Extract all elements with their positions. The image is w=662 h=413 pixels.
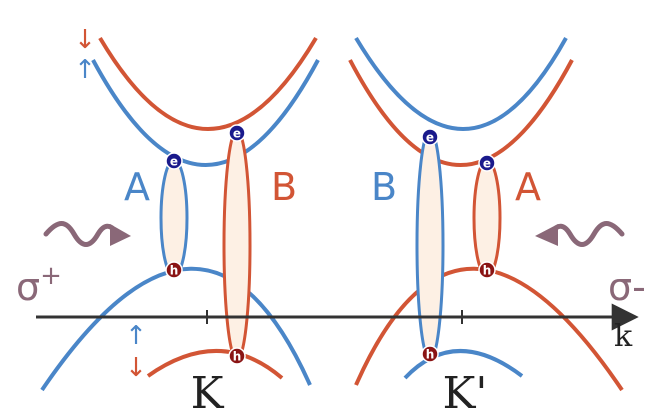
svg-text:e: e [170, 155, 178, 169]
kprime-conduction-band-red [348, 59, 574, 167]
electron-marker: e [165, 152, 183, 170]
k-exciton-a-ellipse [159, 158, 189, 278]
svg-text:h: h [426, 348, 435, 362]
svg-text:e: e [426, 131, 434, 145]
hole-marker: h [478, 261, 496, 279]
k-conduction-band-red [98, 36, 318, 131]
hole-marker: h [165, 261, 183, 279]
k-axis-label: k [614, 319, 633, 354]
k-conduction-band-blue [91, 59, 320, 167]
valley-kprime-label: K' [443, 368, 488, 413]
hole-marker: h [421, 345, 439, 363]
kprime-exciton-a-label: A [515, 165, 541, 209]
kprime-conduction-band-blue [354, 36, 568, 131]
kprime-valence-band-blue [403, 349, 524, 380]
valley-k-label: K [191, 368, 225, 413]
spin-up-arrow-bottom: ↑ [125, 321, 147, 351]
hole-marker: h [228, 347, 246, 365]
photon-sigma-plus-icon [43, 221, 131, 247]
kprime-exciton-a-ellipse [472, 158, 502, 278]
sigma-plus-label: σ+ [16, 261, 62, 309]
spin-up-arrow-top: ↑ [74, 55, 96, 85]
svg-text:h: h [483, 264, 492, 278]
sigma-minus-label: σ- [608, 265, 646, 309]
kprime-exciton-b-ellipse [415, 128, 445, 362]
electron-marker: e [228, 124, 246, 142]
k-exciton-b-ellipse [222, 128, 252, 362]
photon-sigma-minus-icon [535, 221, 625, 247]
svg-text:h: h [233, 350, 242, 364]
kprime-valence-band-red [354, 266, 624, 392]
kprime-exciton-b-label: B [371, 165, 397, 209]
spin-down-arrow-bottom: ↓ [125, 353, 147, 383]
electron-marker: e [421, 128, 439, 146]
k-valence-band-red [146, 349, 284, 380]
spin-down-arrow-top: ↓ [74, 25, 96, 55]
svg-text:e: e [483, 157, 491, 171]
k-exciton-a-label: A [124, 165, 150, 209]
k-valence-band-blue [40, 266, 312, 392]
svg-text:e: e [233, 127, 241, 141]
k-exciton-b-label: B [271, 165, 297, 209]
electron-marker: e [478, 154, 496, 172]
svg-text:h: h [170, 264, 179, 278]
